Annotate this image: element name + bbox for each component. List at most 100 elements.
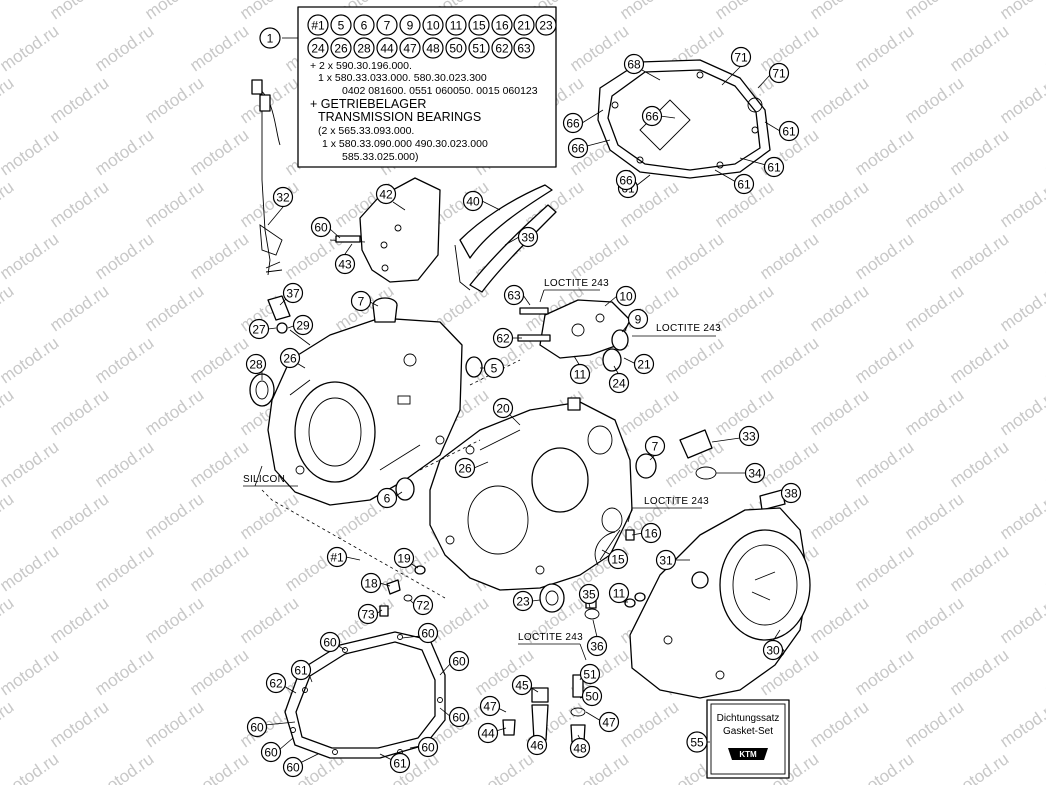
callout-number: 66 [645,110,659,124]
watermark-text: motod.ru [946,229,1012,283]
callout-61: 61 [778,120,800,142]
callout-number: 46 [530,739,544,753]
watermark-text: motod.ru [946,645,1012,699]
leader-line [585,711,602,722]
callout-number: 60 [323,636,337,650]
kit-note-line: 1 x 580.33.033.000. 580.30.023.300 [318,72,487,84]
watermark-text: motod.ru [91,229,157,283]
leader-line [279,298,287,306]
callout-44: 44 [477,722,499,744]
callout-66: 66 [562,112,584,134]
sprocket-cover [329,177,441,283]
callout-number: 48 [426,42,440,56]
callout-number: 60 [314,221,328,235]
watermark-text: motod.ru [851,541,917,595]
callout-number: 7 [384,19,391,33]
callout-46: 46 [526,734,548,756]
callout-number: 66 [619,174,633,188]
callout-number: 27 [252,323,266,337]
callout-51: 51 [579,663,601,685]
watermark-text: motod.ru [1041,541,1046,595]
watermark-text: motod.ru [0,229,62,283]
kit-note-line: 0402 081600. 0551 060050. 0015 060123 [342,85,538,97]
callout-7: 7 [350,290,372,312]
callout-16: 16 [491,14,513,36]
callout-62: 62 [265,672,287,694]
callout-47: 47 [598,711,620,733]
watermark-text: motod.ru [1041,437,1046,491]
callout-number: 51 [583,668,597,682]
callout-kit-1: #1 [307,14,329,36]
watermark-text: motod.ru [1041,645,1046,699]
callout-kit-1: #1 [326,546,348,568]
callout-number: 21 [517,19,531,33]
watermark-text: motod.ru [186,333,252,387]
callout-19: 19 [393,547,415,569]
callout-number: 60 [421,741,435,755]
leader-line [278,737,294,751]
callout-number: #1 [311,19,325,33]
callout-37: 37 [282,282,304,304]
callout-number: 42 [379,188,393,202]
bearing-5 [465,356,483,378]
ktm-logo [728,748,768,760]
callout-61: 61 [733,173,755,195]
watermark-text: motod.ru [901,385,967,439]
callout-layer: 1717168666661666161666142403260433937763… [245,27,802,778]
watermark-text: motod.ru [946,333,1012,387]
callout-number: 23 [539,19,553,33]
watermark-text: motod.ru [901,489,967,543]
watermark-text: motod.ru [616,697,682,751]
callout-47: 47 [479,695,501,717]
callout-number: 60 [250,721,264,735]
callout-9: 9 [399,14,421,36]
callout-66: 66 [567,137,589,159]
watermark-text: motod.ru [711,0,777,23]
watermark-text: motod.ru [1041,749,1046,785]
watermark-text: motod.ru [901,177,967,231]
kit-note-line: + GETRIEBELAGER [310,97,426,111]
leader-line [267,206,284,226]
watermark-text: motod.ru [0,0,17,23]
leader-line [621,321,631,333]
callout-number: 60 [286,761,300,775]
callout-number: 44 [481,727,495,741]
callout-50: 50 [581,685,603,707]
callout-number: 45 [515,679,529,693]
callout-11: 11 [608,582,630,604]
watermark-text: motod.ru [0,489,17,543]
watermark-text: motod.ru [996,281,1046,335]
watermark-text: motod.ru [0,177,17,231]
callout-50: 50 [445,37,467,59]
watermark-text: motod.ru [0,541,62,595]
watermark-text: motod.ru [46,697,112,751]
watermark-text: motod.ru [46,593,112,647]
callout-number: 26 [458,462,472,476]
callout-number: 61 [393,757,407,771]
kit-note-line: TRANSMISSION BEARINGS [318,110,481,124]
leader-line [592,619,598,638]
bushing-top [372,297,398,323]
seal-ring [276,322,288,334]
leader-line [581,109,604,124]
callout-number: 6 [384,492,391,506]
callout-48: 48 [422,37,444,59]
callout-42: 42 [375,183,397,205]
leader-line [283,685,297,694]
oil-filler-plug [679,429,717,480]
watermark-text: motod.ru [236,593,302,647]
callout-21: 21 [633,353,655,375]
callout-number: 7 [652,440,659,454]
callout-number: 11 [574,368,587,382]
callout-number: 28 [249,358,263,372]
watermark-text: motod.ru [851,125,917,179]
callout-7: 7 [376,14,398,36]
leader-line [586,139,611,147]
watermark-text: motod.ru [141,73,207,127]
leader-line [509,414,521,426]
watermark-text: motod.ru [946,125,1012,179]
watermark-text: motod.ru [851,645,917,699]
callout-10: 10 [615,285,637,307]
callout-6: 6 [353,14,375,36]
